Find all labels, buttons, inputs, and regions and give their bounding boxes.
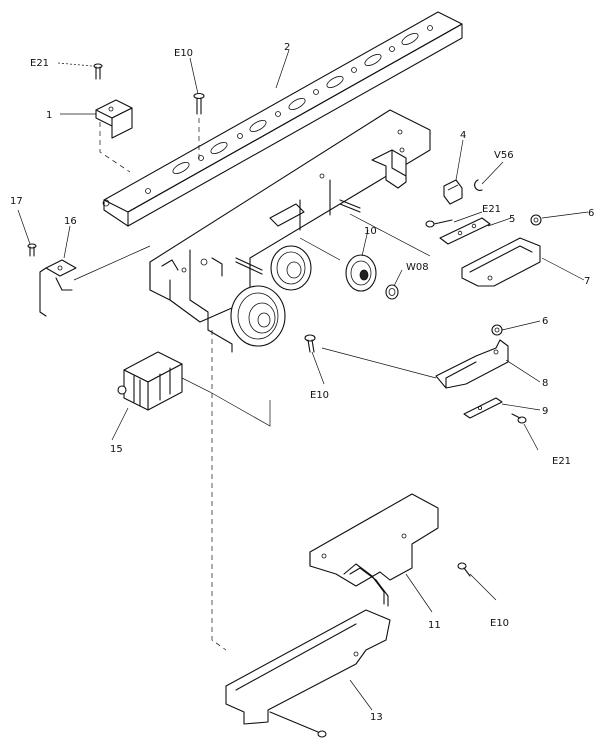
screw-e21-top (93, 63, 103, 80)
label-e10-mid: E10 (310, 390, 329, 401)
label-part-5: 5 (509, 214, 515, 225)
label-part-4: 4 (460, 130, 466, 141)
label-part-7: 7 (584, 276, 590, 287)
screw-e10-top (193, 92, 205, 160)
label-part-2: 2 (284, 42, 290, 53)
lever-upper (371, 149, 407, 189)
label-part-6-bottom: 6 (542, 316, 548, 327)
label-part-1: 1 (46, 110, 52, 121)
part-1-bracket (95, 99, 133, 173)
label-part-17: 17 (10, 196, 23, 207)
screw-e10-mid (304, 334, 316, 353)
part-2-rail (102, 11, 463, 227)
label-part-13: 13 (370, 712, 383, 723)
part-11-board (309, 493, 439, 607)
part-7-arm (461, 237, 541, 287)
label-part-16: 16 (64, 216, 77, 227)
screw-lower-left (269, 711, 327, 738)
label-e10-lower: E10 (490, 618, 509, 629)
label-v56: V56 (494, 150, 514, 161)
label-part-9: 9 (542, 406, 548, 417)
label-e21-lower: E21 (552, 456, 571, 467)
part-13-board (225, 609, 391, 725)
part-10-gear (345, 254, 377, 292)
washer-w08 (385, 284, 399, 300)
part-17-screw (27, 243, 37, 257)
label-part-6-top: 6 (588, 208, 594, 219)
part-v56-ring (474, 179, 483, 191)
main-frame (149, 109, 431, 353)
screw-e10-lower (457, 562, 471, 577)
label-part-8: 8 (542, 378, 548, 389)
part-9-plate (463, 397, 503, 419)
label-e21-top: E21 (30, 58, 49, 69)
part-6-nut-bottom (491, 324, 503, 336)
label-part-11: 11 (428, 620, 441, 631)
label-w08: W08 (406, 262, 429, 273)
gear-large (230, 285, 286, 347)
label-part-10: 10 (364, 226, 377, 237)
part-5-plate (439, 217, 491, 245)
part-15-solenoid (117, 351, 271, 427)
screw-e21-lower (511, 413, 527, 424)
screw-e21-right (425, 219, 453, 228)
part-8-arm (435, 339, 509, 389)
label-part-15: 15 (110, 444, 123, 455)
part-16-bracket (39, 245, 151, 317)
label-e10-top: E10 (174, 48, 193, 59)
gear-small (270, 245, 312, 291)
label-e21-right: E21 (482, 204, 501, 215)
part-6-nut-top (530, 214, 542, 226)
part-4-clip (443, 179, 463, 205)
